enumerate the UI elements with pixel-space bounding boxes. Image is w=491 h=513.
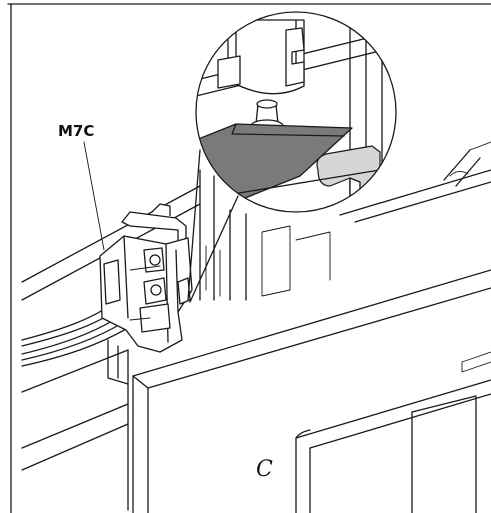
- panel-label: C: [256, 457, 273, 482]
- magnifier-pointer: [187, 149, 239, 303]
- page-frame: [7, 3, 491, 513]
- detail-magnifier: [195, 11, 397, 213]
- chassis-structure: [21, 141, 491, 511]
- front-panel: [132, 269, 491, 513]
- m7c-leader: [83, 141, 105, 251]
- m7c-callout-label: M7C: [58, 122, 94, 140]
- m7c-connector: [99, 203, 193, 353]
